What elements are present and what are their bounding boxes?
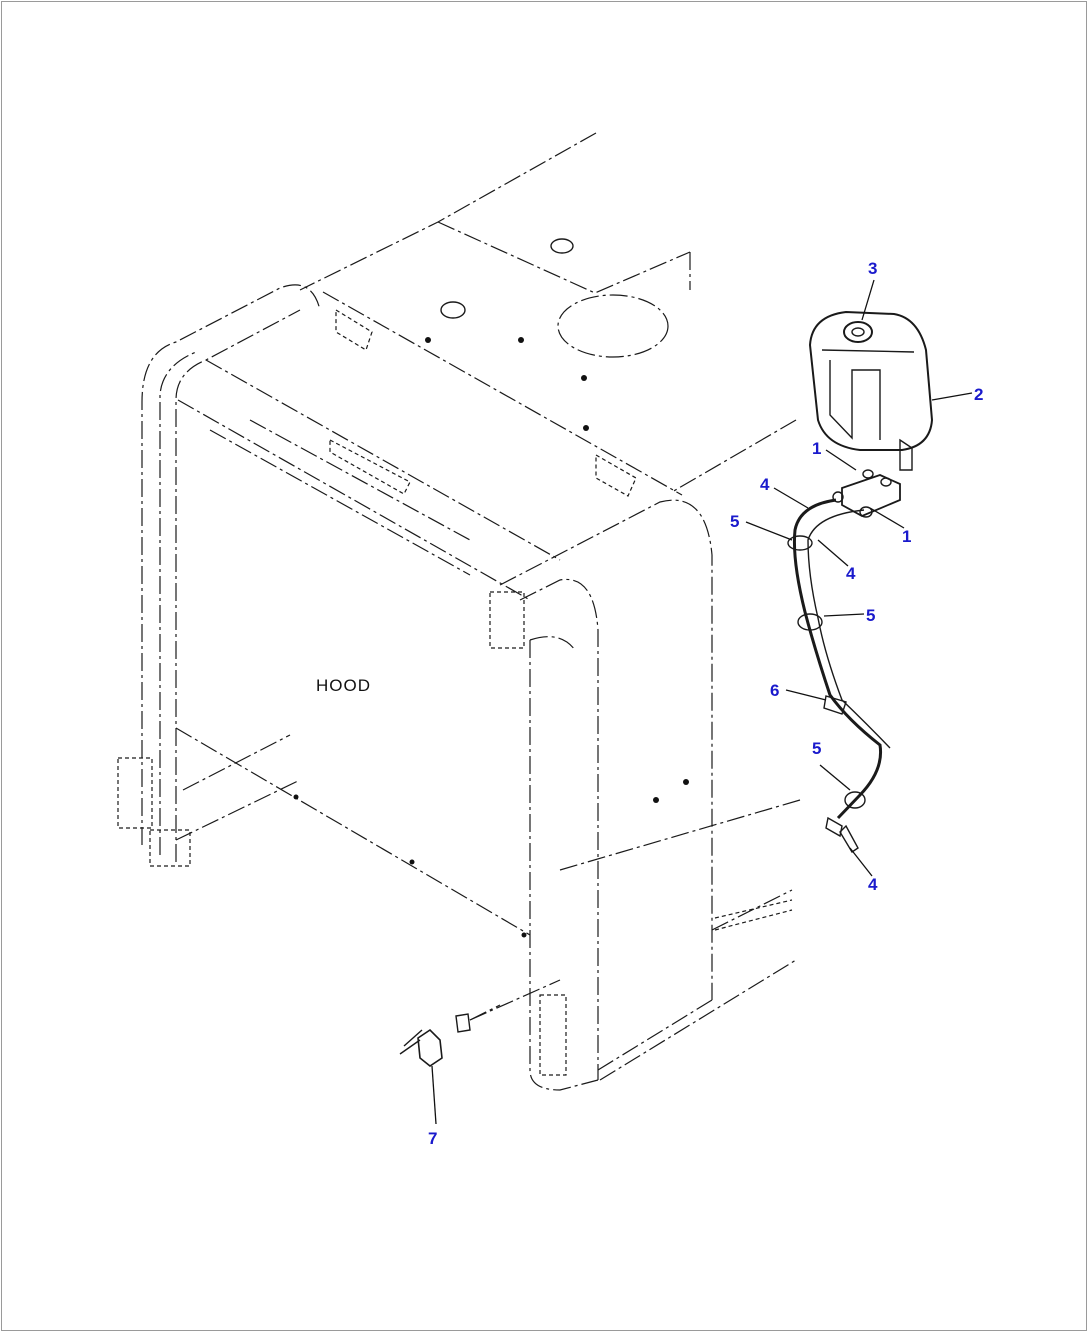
callout-4-mid: 4 [846,564,856,583]
washer-hose [787,498,891,853]
leader-lines [431,279,973,1125]
washer-tank [808,310,934,471]
callout-2: 2 [974,385,983,404]
machine-top-deck [299,132,797,497]
callout-5-mid: 5 [866,606,875,625]
callout-3: 3 [868,259,877,278]
callout-6: 6 [770,681,779,700]
callout-7: 7 [428,1129,437,1148]
callouts: 3 2 1 1 4 5 4 5 6 5 4 7 [428,259,983,1148]
callout-4-low: 4 [868,875,878,894]
hood-label: HOOD [316,676,371,695]
washer-nozzle [832,469,901,518]
callout-1-right: 1 [902,527,911,546]
washer-nozzle-outlet [399,1004,501,1067]
callout-4-top: 4 [760,475,770,494]
callout-5-low: 5 [812,739,821,758]
callout-1-top: 1 [812,439,821,458]
hood-shell [117,284,801,1091]
callout-5-top: 5 [730,512,739,531]
